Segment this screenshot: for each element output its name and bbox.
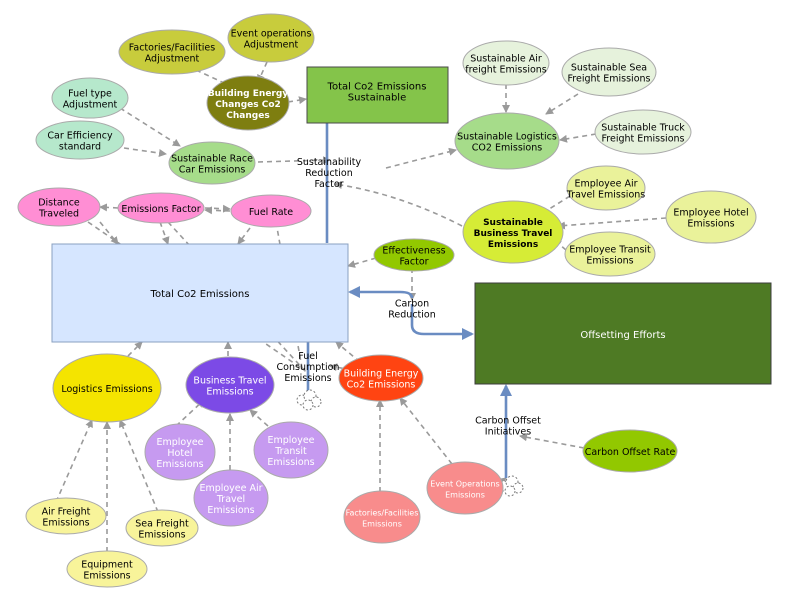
node-business-travel-emissions[interactable]	[185, 356, 275, 414]
node-sustainable-race-car[interactable]	[168, 141, 256, 185]
node-carbon-offset-rate-label: Carbon Offset Rate	[585, 447, 676, 458]
node-sust-business-travel[interactable]	[462, 200, 564, 264]
node-distance-traveled[interactable]	[17, 187, 101, 227]
node-factories-adjust[interactable]	[118, 29, 226, 75]
node-emissions-factor-label: Emissions Factor	[121, 204, 200, 215]
node-sust-logistics[interactable]	[454, 112, 560, 170]
link-emissions-factor-total	[159, 221, 170, 245]
cloud-source-fuel	[296, 389, 322, 411]
link-emp-hotel	[557, 217, 667, 230]
node-logistics-emissions[interactable]	[52, 353, 162, 423]
link-fuel-rate-total	[237, 227, 251, 245]
node-employee-air-travel[interactable]	[193, 469, 269, 527]
node-sea-freight[interactable]	[125, 509, 199, 547]
node-emp-hotel-emis[interactable]	[665, 190, 757, 244]
node-air-freight[interactable]	[25, 497, 107, 535]
link-building-changes	[287, 96, 307, 105]
node-emissions-factor[interactable]	[117, 192, 205, 224]
node-effectiveness-factor[interactable]	[373, 238, 455, 272]
link-fuelrate-ef	[204, 206, 231, 215]
node-fuel-type-adjust[interactable]	[51, 77, 129, 119]
node-emp-air-travel-emis[interactable]	[566, 165, 646, 211]
link-air-freight	[55, 419, 93, 503]
link-distance	[99, 221, 119, 245]
link-sust-race	[257, 156, 331, 165]
node-event-ops-emis[interactable]	[426, 461, 504, 515]
node-event-ops-adjust[interactable]	[227, 13, 315, 63]
node-employee-transit[interactable]	[253, 421, 329, 479]
link-sust-sea	[545, 93, 579, 115]
link-emp-transit-bt	[249, 409, 269, 427]
node-sust-truck-freight[interactable]	[594, 109, 692, 155]
node-equipment[interactable]	[66, 550, 148, 588]
stock-offsetting-efforts-label: Offsetting Efforts	[580, 330, 665, 341]
node-fuel-rate-label: Fuel Rate	[249, 207, 293, 218]
node-sust-air-freight[interactable]	[462, 40, 550, 86]
node-carbon-offset-rate[interactable]	[582, 429, 678, 473]
stock-offsetting-efforts[interactable]	[474, 282, 772, 385]
stock-total-co2-label: Total Co2 Emissions	[150, 289, 250, 300]
link-factories-adjust	[195, 69, 236, 89]
link-ef-distance	[99, 203, 119, 212]
link-event-building	[399, 397, 453, 465]
node-logistics-emissions-label: Logistics Emissions	[61, 384, 152, 395]
node-emp-transit-emis[interactable]	[564, 231, 656, 277]
node-fuel-rate[interactable]	[230, 194, 312, 228]
node-employee-hotel[interactable]	[144, 423, 216, 481]
link-car-efficiency	[123, 147, 167, 157]
node-car-efficiency[interactable]	[35, 120, 125, 160]
link-offset-rate	[519, 433, 585, 449]
stock-total-co2[interactable]	[51, 243, 349, 343]
link-sea-freight	[118, 419, 159, 513]
node-building-energy-changes[interactable]	[206, 75, 290, 131]
link-effectiveness	[347, 257, 377, 268]
flow-carbon-reduction-in	[348, 286, 414, 299]
node-building-energy-co2[interactable]	[338, 354, 424, 402]
node-factories-emis[interactable]	[343, 490, 421, 544]
link-logistics-total	[127, 341, 143, 357]
link-sust-truck	[559, 133, 597, 143]
node-sust-sea-freight[interactable]	[561, 47, 657, 97]
link-fuel-type	[119, 107, 181, 147]
link-sust-business	[334, 181, 463, 227]
link-ef-fuelrate	[204, 204, 231, 213]
flow-carbon-reduction-out	[410, 304, 474, 340]
link-sust-logistics	[385, 147, 457, 169]
stock-total-co2-sustainable[interactable]	[306, 66, 449, 124]
